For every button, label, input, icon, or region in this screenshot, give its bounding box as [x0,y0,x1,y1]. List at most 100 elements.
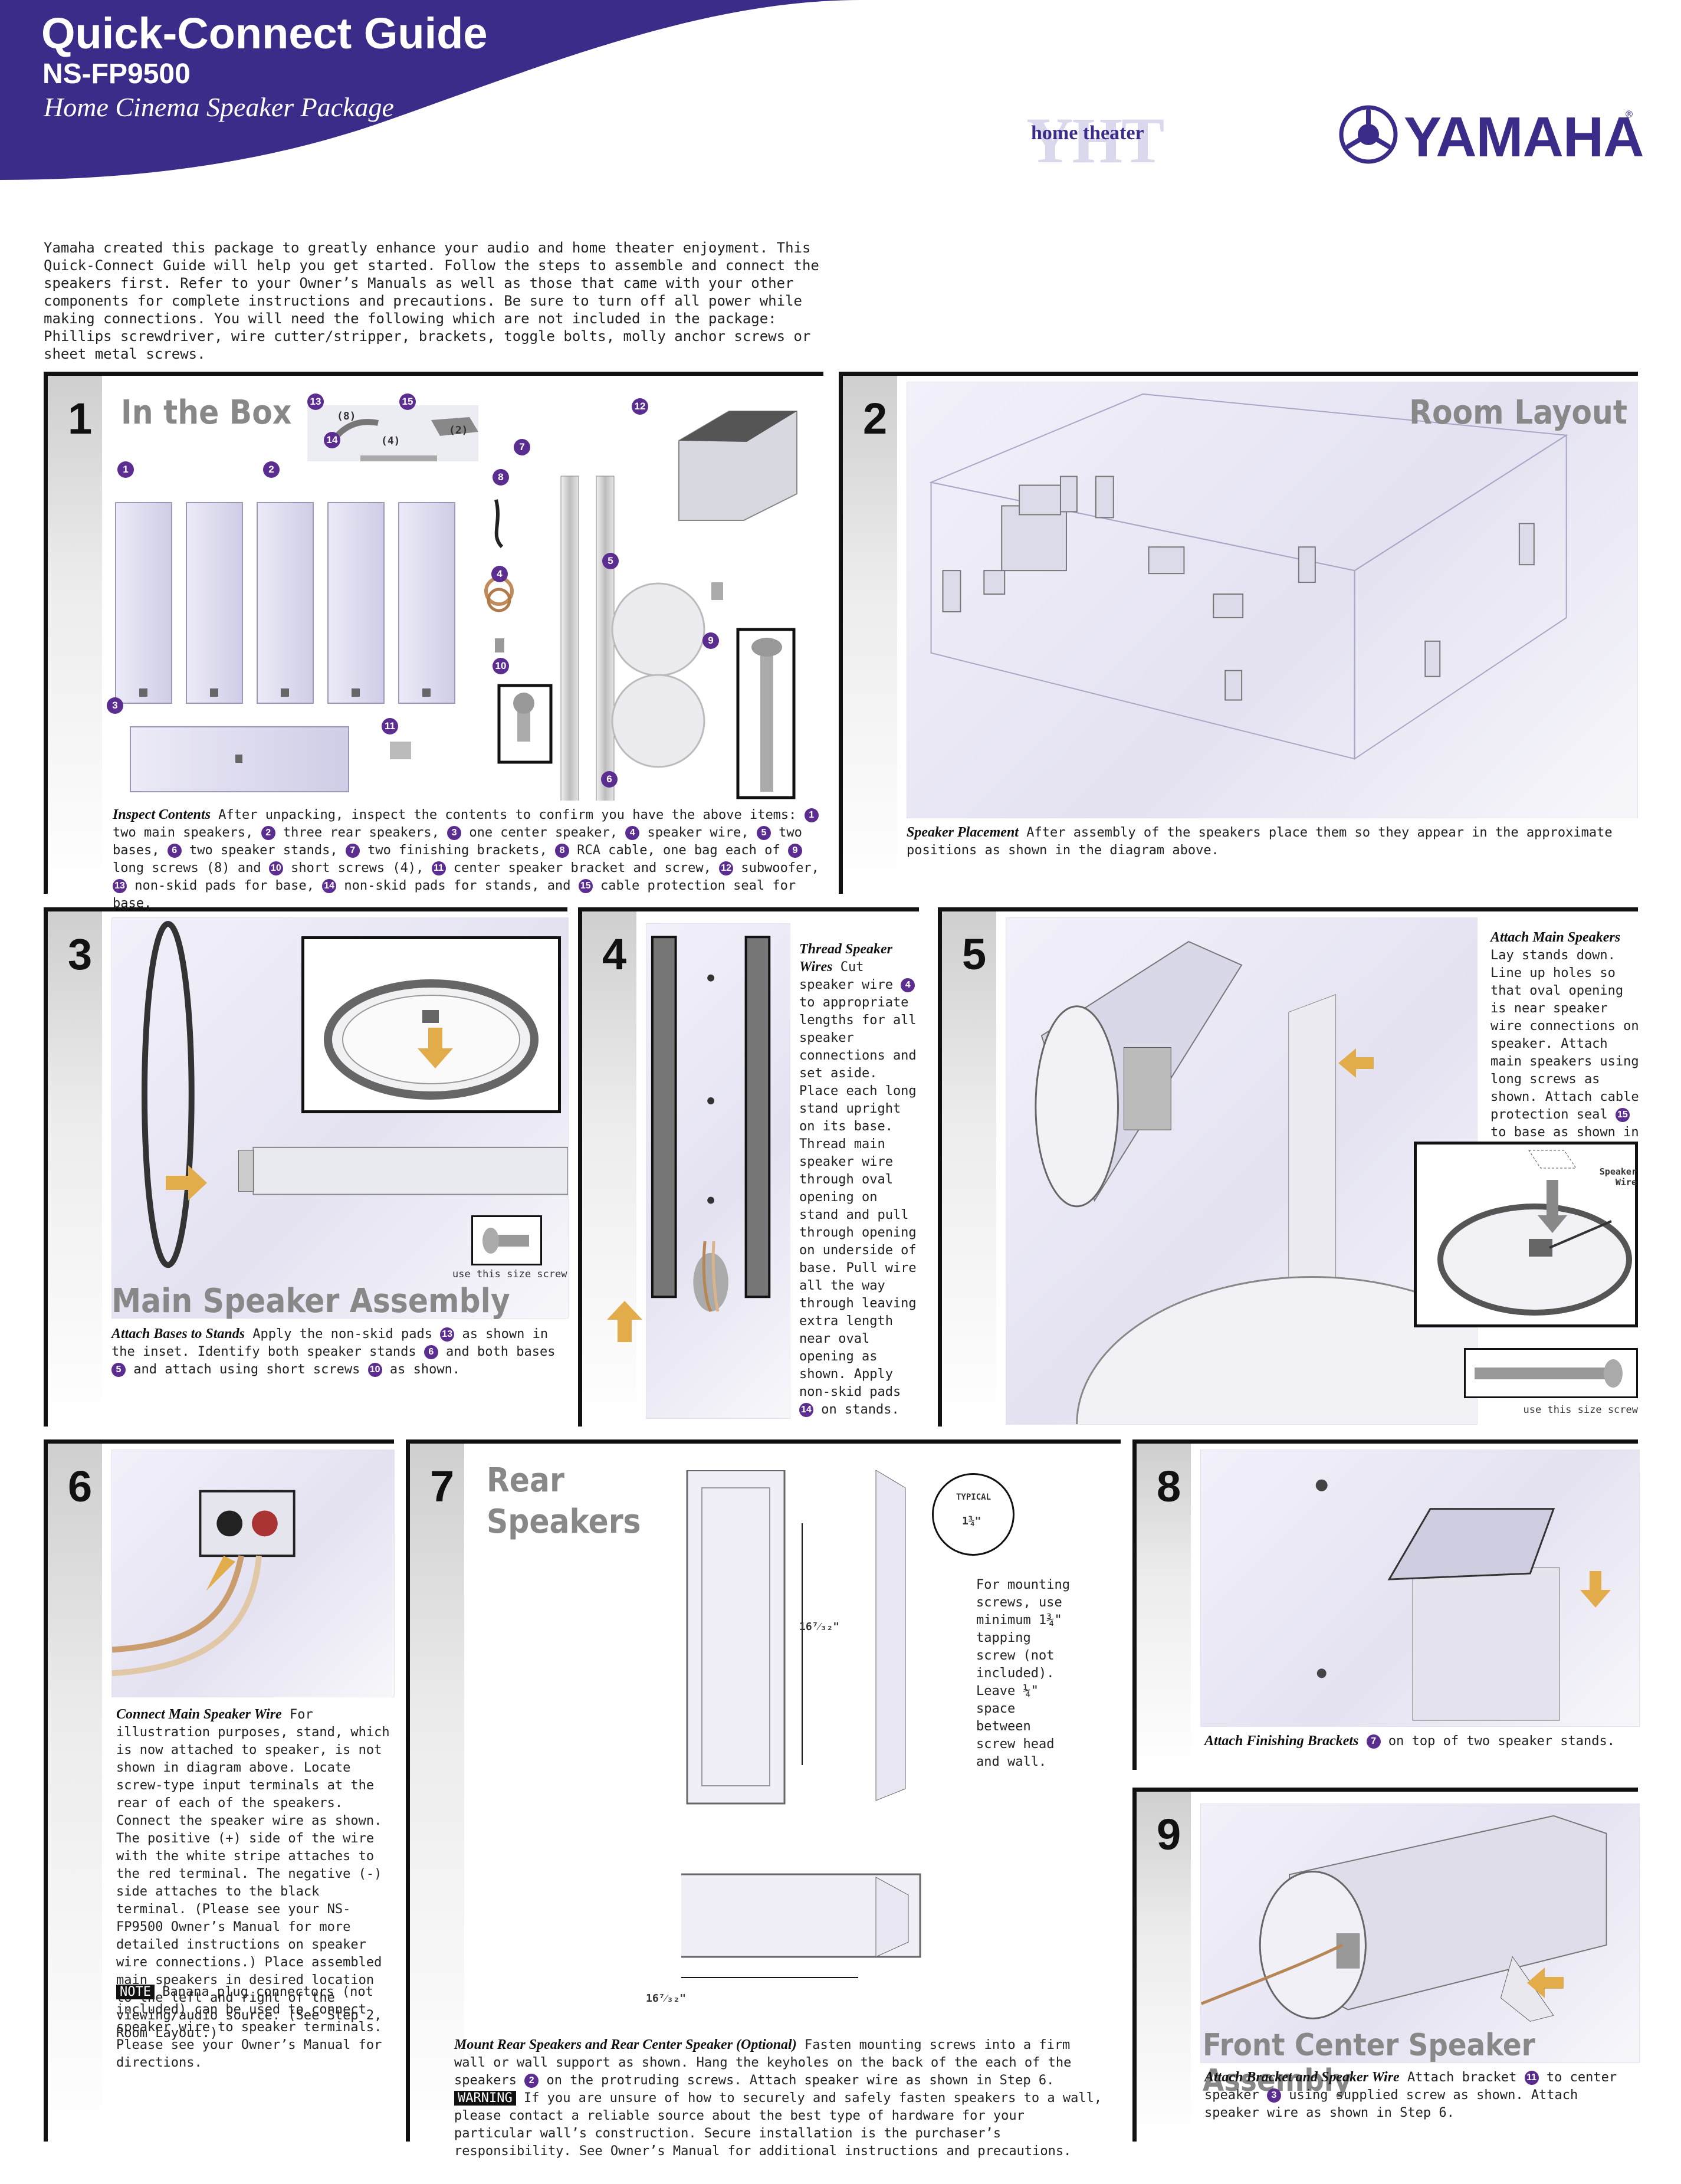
step-lead: Inspect Contents [113,807,211,822]
step-7-caption: Mount Rear Speakers and Rear Center Spea… [454,2037,1109,2090]
dim-wide: 16⁷⁄₃₂" [646,1992,687,2005]
caption-text: and both bases [438,1344,556,1359]
room-layout-drawing [929,393,1568,760]
step-9-caption: Attach Bracket and Speaker Wire Attach b… [1204,2069,1635,2122]
part-number-bubble: 7 [345,844,360,858]
step-2-caption: Speaker Placement After assembly of the … [907,824,1626,860]
step-lead: Attach Main Speakers [1490,930,1621,945]
caption-text: one center speaker, [461,825,626,840]
screw-size-label: use this size screw [452,1268,567,1280]
step-7-panel: 7 Rear Speakers 16⁷⁄₃₂" 16⁷⁄₃₂" TYPICAL … [406,1439,1121,2159]
caption-text: Attach bracket [1407,2070,1525,2085]
stand-wire-illustration [646,923,790,1419]
part-number-bubble: 2 [261,826,275,840]
part-number-bubble: 12 [719,861,734,875]
step-3-caption-text: Apply the non-skid pads 13 as shown in t… [111,1327,556,1377]
caption-text: cable protection seal for base. [113,878,796,911]
guide-subtitle: Home Cinema Speaker Package [44,92,394,122]
part-bubble: 5 [602,553,619,569]
part-number-bubble: 10 [367,1363,382,1377]
part-number-bubble: 14 [799,1403,813,1417]
part-number-bubble: 13 [440,1327,455,1342]
rear-speaker-illustration [681,1470,958,2037]
step-lead: Connect Main Speaker Wire [116,1707,282,1722]
step-number: 5 [962,930,987,979]
long-screw-inset [1464,1348,1638,1398]
long-screw-icon [1475,1359,1623,1388]
part-bubble: 7 [514,439,530,455]
short-screw-icon [482,1228,529,1254]
right-arrow-icon [166,1165,207,1201]
step-title: Room Layout [1409,393,1627,432]
caption-text: as shown in the inset. Identify both spe… [111,1327,549,1359]
caption-text: three rear speakers, [275,825,448,840]
part-bubble: 15 [399,393,416,410]
intro-paragraph: Yamaha created this package to greatly e… [44,240,819,362]
step-lead: Attach Bases to Stands [111,1326,245,1342]
caption-text: and attach using short screws [126,1362,368,1377]
part-number-bubble: 6 [167,844,182,858]
caption-text: to center speaker [1204,2070,1617,2103]
step-lead: Speaker Placement [907,825,1019,840]
step-5-caption: Attach Main Speakers Lay stands down. Li… [1490,929,1641,1159]
caption-text: Lay stands down. Line up holes so that o… [1490,948,1639,1122]
step-title: Main Speaker Assembly [111,1282,510,1320]
step-5-caption-text: Lay stands down. Line up holes so that o… [1490,948,1639,1157]
caption-text: two finishing brackets, [359,843,556,858]
part-number-bubble: 1 [804,808,819,822]
cable-seal-drawing [1437,1150,1632,1316]
pads-stand-count: (4) [381,435,400,447]
step-2-caption-text: After assembly of the speakers place the… [907,825,1613,858]
step-number: 3 [68,930,93,979]
caption-text: RCA cable, one bag each of [569,843,788,858]
caption-text: long screws (8) and [113,861,269,875]
center-speaker-drawing [1201,1815,1607,2022]
step-7-warning: WARNING If you are unsure of how to secu… [454,2090,1109,2160]
step-number: 8 [1157,1462,1181,1511]
pads-base-count: (8) [337,410,356,422]
seal-count: (2) [449,424,468,437]
cable-seal-inset [1414,1142,1638,1327]
caption-text: subwoofer, [733,861,819,875]
model-number: NS-FP9500 [42,58,191,90]
step-8-caption-text: 7 on top of two speaker stands. [1366,1734,1616,1749]
part-number-bubble: 15 [578,879,593,893]
caption-text: non-skid pads for base, [127,878,323,893]
room-layout-illustration [907,382,1638,818]
part-number-bubble: 7 [1366,1734,1381,1749]
part-number-bubble: 15 [1615,1108,1630,1122]
typical-label: TYPICAL [956,1493,991,1502]
step-lead: Mount Rear Speakers and Rear Center Spea… [454,2037,797,2052]
screw-inset [471,1215,542,1265]
step-6-caption-text: For illustration purposes, stand, which … [116,1707,390,2041]
speaker-terminal-drawing [112,1490,296,1677]
speaker-stand-illustration [1006,917,1478,1425]
part-bubble: 13 [307,393,324,410]
step-9-panel: 9 Front Center Speaker Assembly Attach B… [1132,1788,1640,2142]
caption-text: center speaker bracket and screw, [445,861,720,875]
part-bubble: 1 [117,461,134,478]
part-number-bubble: 6 [423,1345,438,1359]
brand-wordmark: YAMAHA [1404,106,1644,169]
step-5-panel: 5 Attach Main Speakers Lay stands down. … [938,907,1641,1427]
warning-text: If you are unsure of how to securely and… [454,2091,1102,2159]
step-number: 1 [68,394,93,443]
non-skid-pad-inset [301,936,561,1113]
caption-text: on top of two speaker stands. [1380,1734,1616,1749]
step-3-panel: 3 use this size screw Main Speaker Assem… [44,907,569,1427]
step-title: In the Box [121,393,292,432]
part-bubble: 10 [493,658,509,674]
caption-text: speaker wire, [639,825,757,840]
part-bubble: 2 [263,461,280,478]
speaker-terminal-illustration [111,1450,395,1697]
step-title-line-1: Rear [487,1461,564,1500]
part-bubble: 14 [324,432,340,448]
caption-text: on the protruding screws. Attach speaker… [539,2073,1055,2088]
step-lead: Attach Finishing Brackets [1204,1733,1359,1749]
left-arrow-icon [1527,1967,1564,1998]
part-number-bubble: 8 [555,844,570,858]
header-wave-shape [0,0,861,180]
step-4-caption-text: Cut speaker wire 4 to appropriate length… [799,960,917,1417]
finishing-bracket-illustration [1200,1450,1640,1727]
registered-mark: ® [1624,109,1634,120]
